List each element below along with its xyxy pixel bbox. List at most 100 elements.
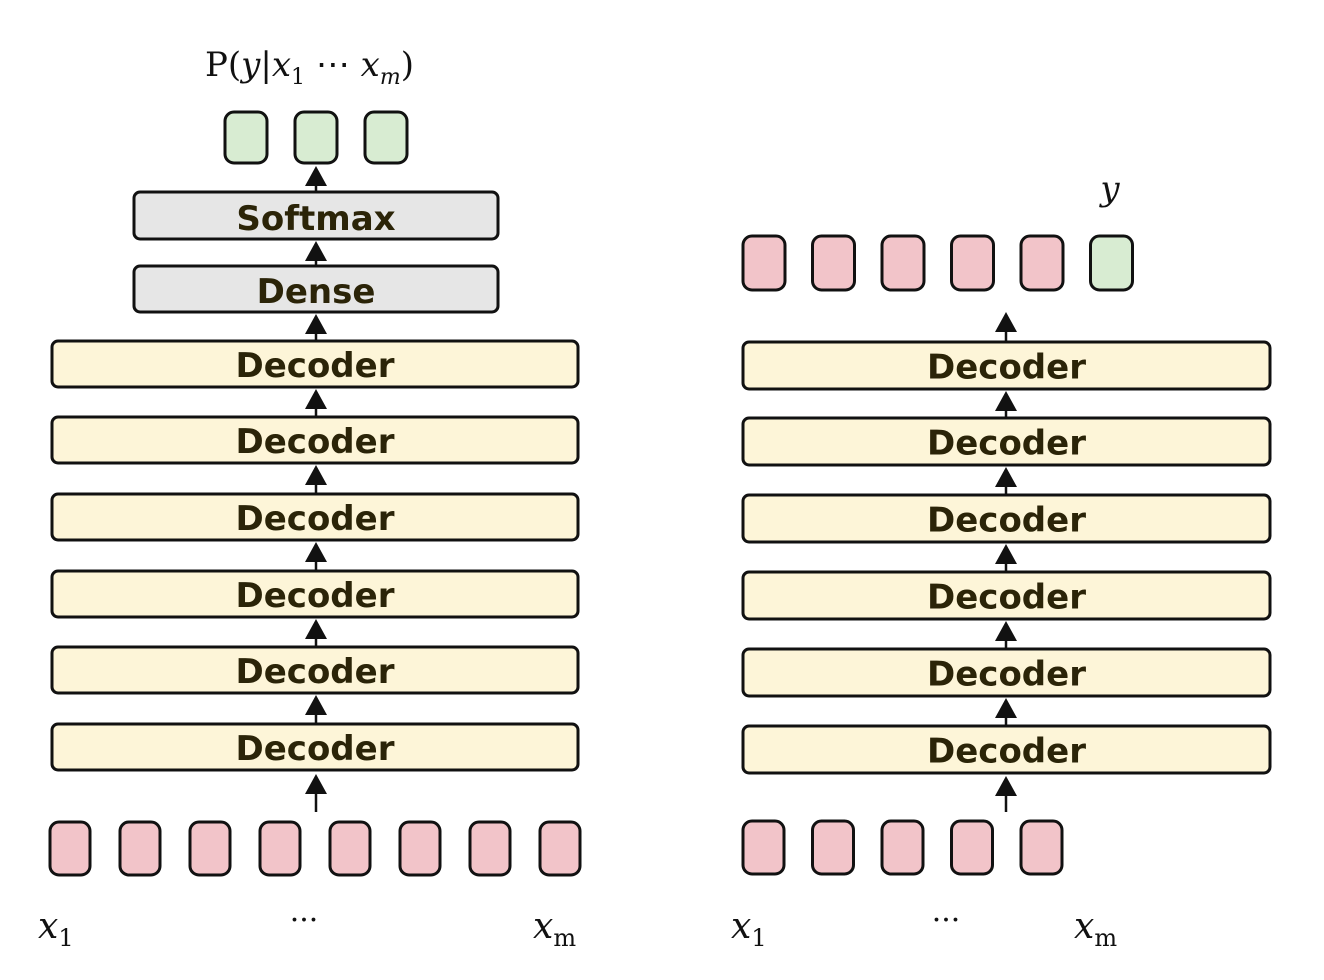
left-input-token bbox=[538, 820, 582, 877]
right-arrow-between-decoders-head bbox=[995, 621, 1017, 641]
right-arrow-between-decoders-head bbox=[995, 698, 1017, 718]
right-arrow-decoder-out bbox=[995, 312, 1017, 342]
right-arrow-between-decoders bbox=[995, 467, 1017, 495]
right-input-ellipsis: ··· bbox=[932, 903, 961, 938]
right-output-token bbox=[741, 234, 787, 292]
right-arrow-between-decoders bbox=[995, 698, 1017, 726]
right-decoder-layer: Decoder bbox=[741, 724, 1272, 775]
left-input-token bbox=[258, 820, 302, 877]
left-arrows bbox=[305, 166, 327, 812]
right-decoder-layer-label: Decoder bbox=[927, 501, 1086, 541]
left-input-token bbox=[398, 820, 442, 877]
right-decoder-layer-label: Decoder bbox=[927, 732, 1086, 772]
right-decoder-layer: Decoder bbox=[741, 493, 1272, 544]
left-arrow-between-decoders bbox=[305, 465, 327, 494]
left-input-token bbox=[118, 820, 162, 877]
left-input-first-label: x1 bbox=[38, 906, 74, 952]
left-decoder-layer-label: Decoder bbox=[236, 499, 395, 539]
right-output-token bbox=[1089, 234, 1134, 292]
right-arrow-between-decoders-head bbox=[995, 391, 1017, 411]
right-input-first-label: x1 bbox=[731, 906, 767, 952]
left-arrow-between-decoders-head bbox=[305, 542, 327, 562]
left-decoder-layer: Decoder bbox=[50, 339, 580, 389]
right-decoder-layer: Decoder bbox=[741, 647, 1272, 698]
right-decoder-layer: Decoder bbox=[741, 570, 1272, 621]
left-arrow-decoder-dense bbox=[305, 314, 327, 341]
left-decoder-layer-label: Decoder bbox=[236, 576, 395, 616]
right-arrow-between-decoders-head bbox=[995, 544, 1017, 564]
right-arrow-input bbox=[995, 776, 1017, 812]
right-input-token bbox=[1019, 819, 1064, 876]
left-panel: P(y|x1 ⋯ xm) Softmax Dense DecoderDecode… bbox=[38, 45, 582, 952]
left-output-token bbox=[223, 110, 269, 165]
left-decoder-layer: Decoder bbox=[50, 569, 580, 619]
left-decoder-stack: DecoderDecoderDecoderDecoderDecoderDecod… bbox=[50, 339, 580, 772]
left-output-tokens bbox=[223, 110, 409, 165]
left-arrow-dense-softmax-head bbox=[305, 241, 327, 261]
right-output-label: y bbox=[1098, 169, 1120, 209]
left-decoder-layer: Decoder bbox=[50, 415, 580, 465]
left-decoder-layer: Decoder bbox=[50, 645, 580, 695]
left-arrow-between-decoders bbox=[305, 619, 327, 647]
right-input-tokens bbox=[741, 819, 1064, 876]
right-arrows bbox=[995, 312, 1017, 812]
right-output-token bbox=[950, 234, 995, 292]
right-decoder-layer-label: Decoder bbox=[927, 578, 1086, 618]
left-input-ellipsis: ··· bbox=[290, 903, 319, 938]
left-arrow-between-decoders-head bbox=[305, 695, 327, 715]
right-output-token bbox=[811, 234, 856, 292]
right-output-token bbox=[1019, 234, 1065, 292]
left-input-token bbox=[48, 820, 92, 877]
left-input-last-label: xm bbox=[533, 906, 576, 952]
left-arrow-between-decoders-head bbox=[305, 619, 327, 639]
left-arrow-between-decoders-head bbox=[305, 389, 327, 409]
right-arrow-between-decoders bbox=[995, 544, 1017, 572]
left-output-label: P(y|x1 ⋯ xm) bbox=[205, 45, 414, 90]
left-decoder-layer: Decoder bbox=[50, 492, 580, 542]
left-decoder-layer-label: Decoder bbox=[236, 729, 395, 769]
left-input-token bbox=[468, 820, 512, 877]
left-arrow-between-decoders bbox=[305, 542, 327, 571]
left-arrow-between-decoders-head bbox=[305, 465, 327, 485]
left-arrow-softmax-out-head bbox=[305, 166, 327, 186]
left-output-token bbox=[363, 110, 409, 165]
left-input-token bbox=[328, 820, 372, 877]
dense-layer: Dense bbox=[132, 264, 500, 314]
right-input-token bbox=[811, 819, 855, 876]
left-input-tokens bbox=[48, 820, 582, 877]
left-arrow-input bbox=[305, 774, 327, 812]
right-arrow-input-head bbox=[995, 776, 1017, 796]
left-input-token bbox=[188, 820, 232, 877]
right-decoder-layer-label: Decoder bbox=[927, 424, 1086, 464]
right-output-token bbox=[880, 234, 926, 292]
right-output-tokens bbox=[741, 234, 1134, 292]
left-decoder-layer: Decoder bbox=[50, 722, 580, 772]
dense-label: Dense bbox=[257, 272, 376, 312]
right-decoder-layer-label: Decoder bbox=[927, 348, 1086, 388]
right-decoder-layer: Decoder bbox=[741, 416, 1272, 467]
left-arrow-input-head bbox=[305, 774, 327, 794]
right-arrow-between-decoders bbox=[995, 621, 1017, 649]
left-arrow-decoder-dense-head bbox=[305, 314, 327, 334]
left-arrow-between-decoders bbox=[305, 389, 327, 417]
right-panel: y DecoderDecoderDecoderDecoderDecoderDec… bbox=[731, 169, 1272, 952]
left-decoder-layer-label: Decoder bbox=[236, 652, 395, 692]
left-arrow-softmax-out bbox=[305, 166, 327, 192]
left-output-token bbox=[293, 110, 339, 165]
right-input-token bbox=[880, 819, 925, 876]
right-arrow-between-decoders-head bbox=[995, 467, 1017, 487]
left-arrow-dense-softmax bbox=[305, 241, 327, 266]
left-decoder-layer-label: Decoder bbox=[236, 422, 395, 462]
right-decoder-layer-label: Decoder bbox=[927, 655, 1086, 695]
left-arrow-between-decoders bbox=[305, 695, 327, 724]
right-decoder-layer: Decoder bbox=[741, 340, 1272, 391]
right-input-token bbox=[741, 819, 786, 876]
right-arrow-between-decoders bbox=[995, 391, 1017, 418]
right-arrow-decoder-out-head bbox=[995, 312, 1017, 332]
right-input-token bbox=[950, 819, 994, 876]
softmax-label: Softmax bbox=[236, 199, 395, 239]
softmax-layer: Softmax bbox=[132, 190, 500, 241]
left-decoder-layer-label: Decoder bbox=[236, 346, 395, 386]
right-input-last-label: xm bbox=[1074, 906, 1117, 952]
